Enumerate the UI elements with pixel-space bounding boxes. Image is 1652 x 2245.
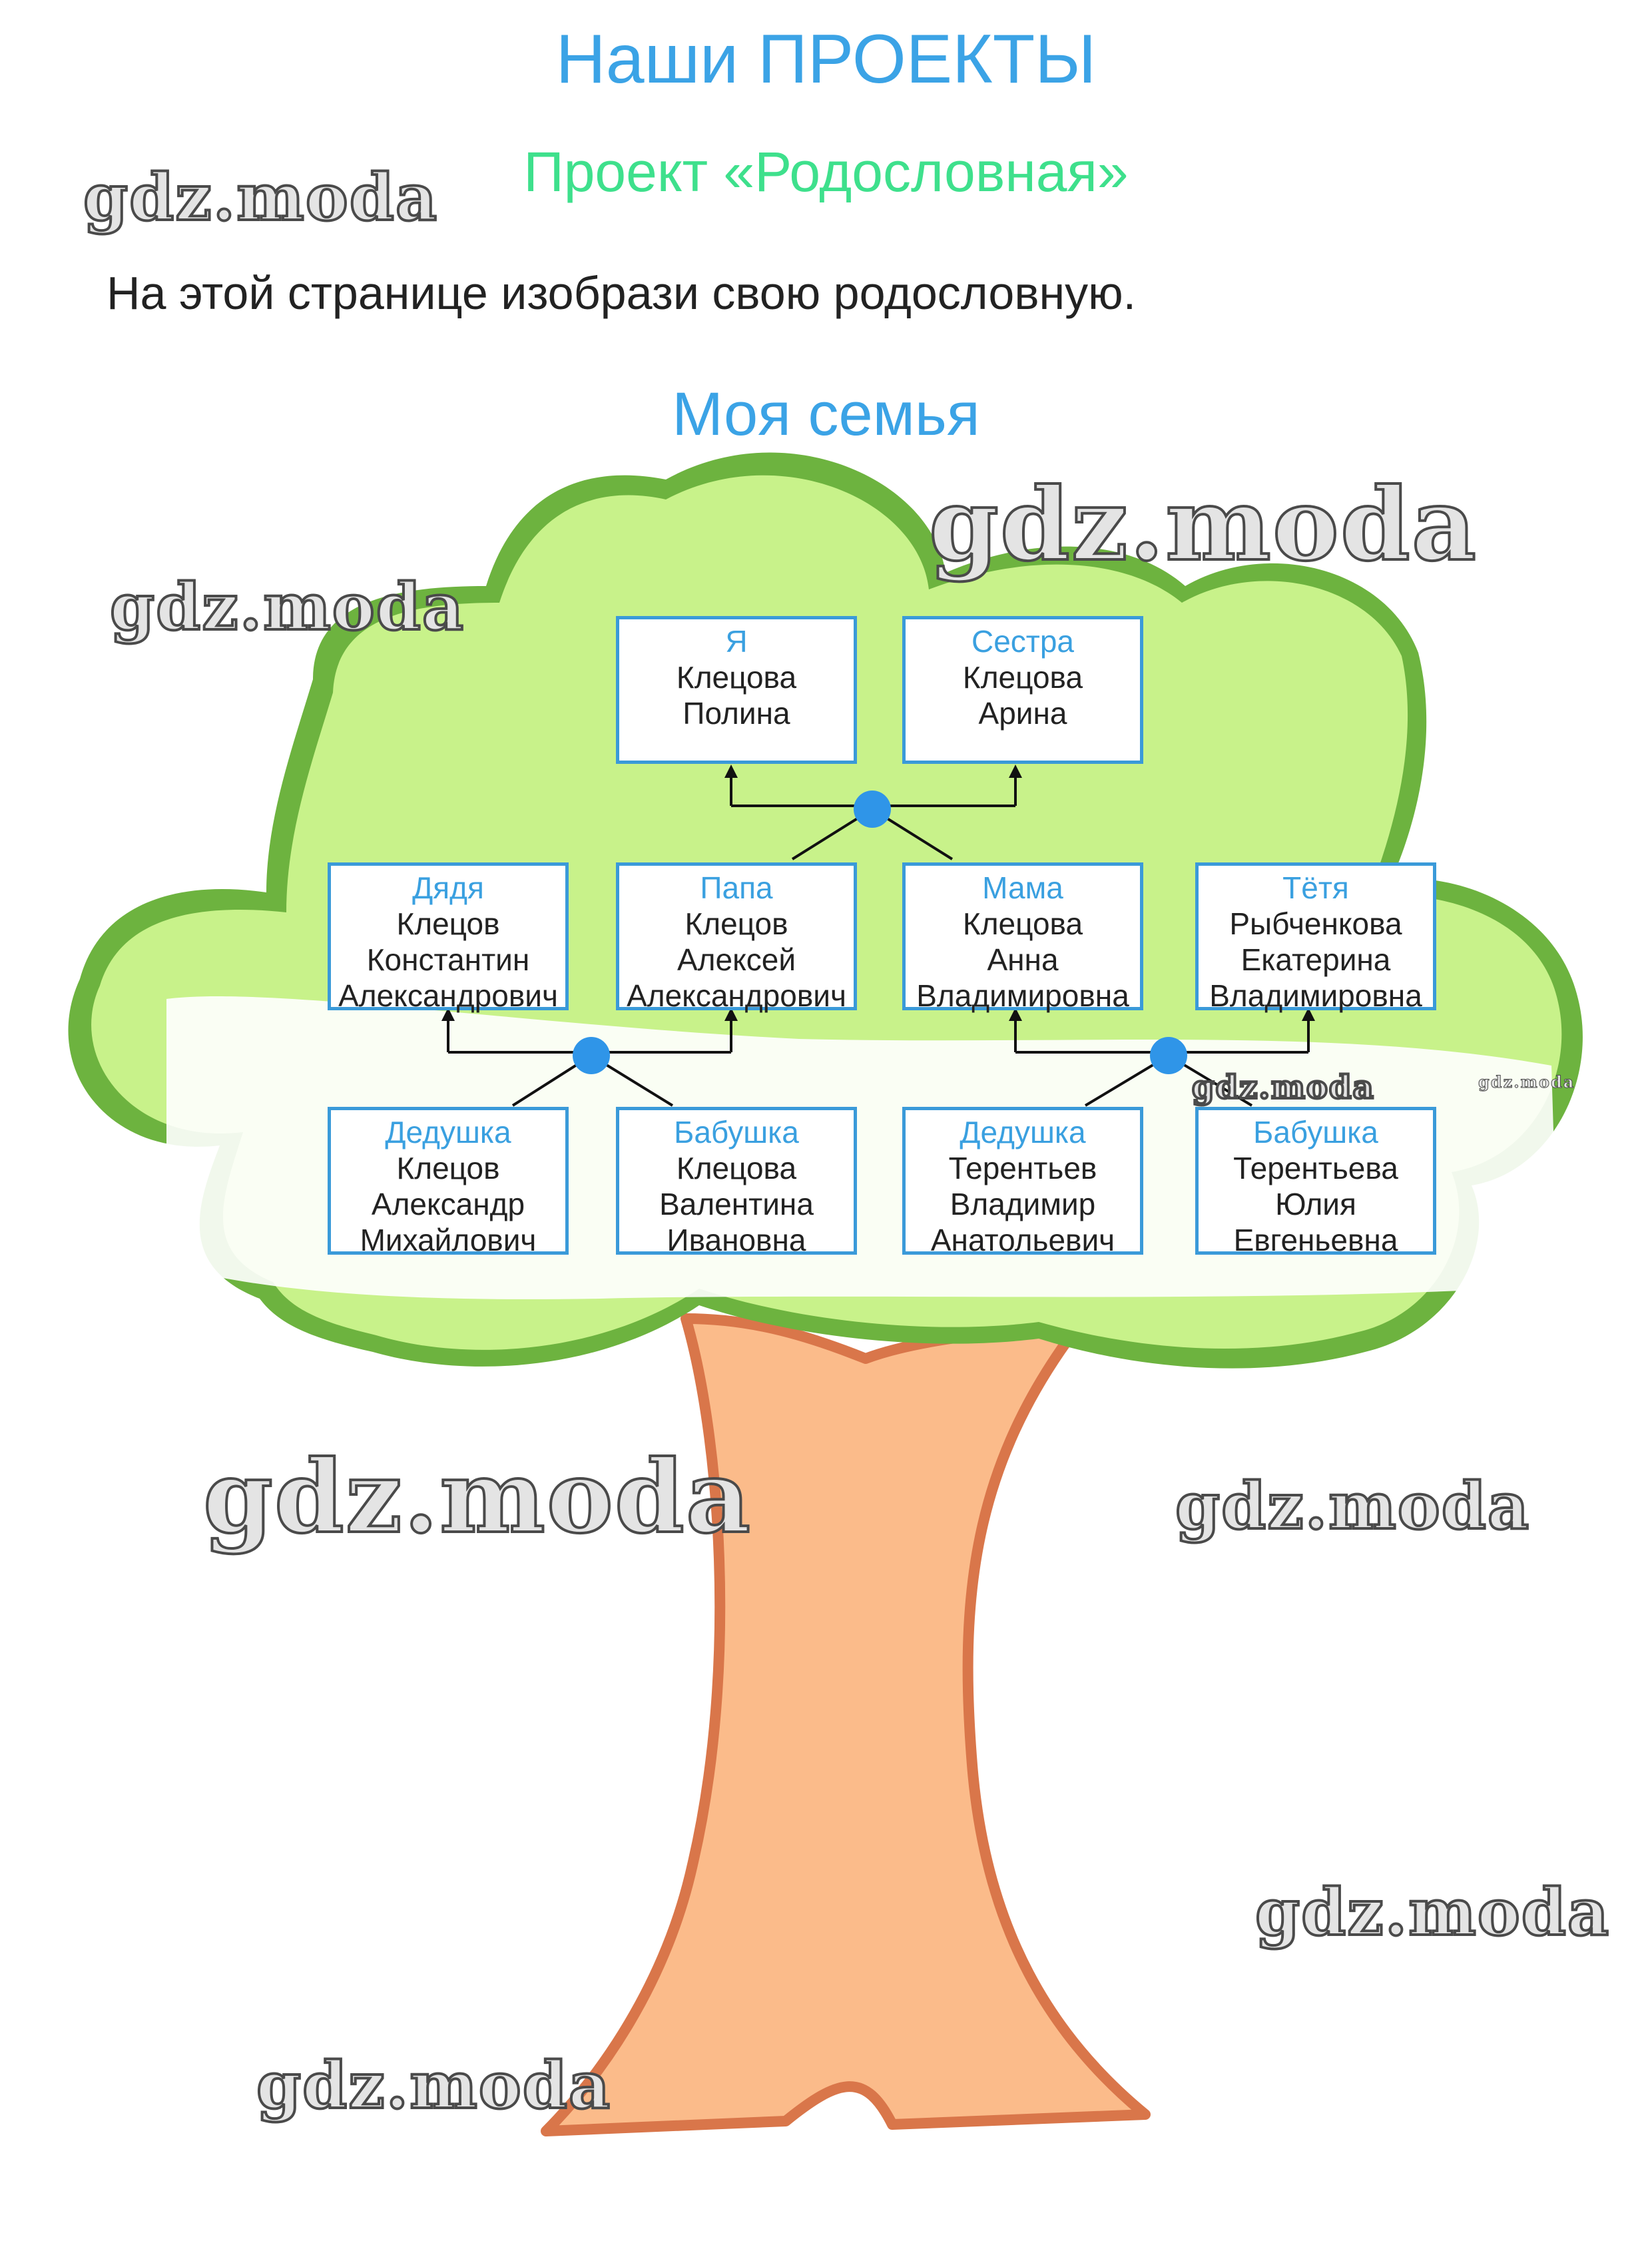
- watermark: gdz.moda: [1254, 1873, 1611, 1951]
- person-role: Дедушка: [385, 1115, 511, 1149]
- person-grandpa-maternal: Дедушка Терентьев Владимир Анатольевич: [902, 1107, 1143, 1257]
- watermark: gdz.moda: [109, 568, 465, 646]
- person-aunt: Тётя Рыбченкова Екатерина Владимировна: [1195, 862, 1436, 1013]
- project-subtitle: Проект «Родословная»: [523, 141, 1129, 203]
- watermark: gdz.moda: [82, 159, 439, 236]
- person-name: Алексей: [677, 942, 796, 977]
- person-name: Анна: [987, 942, 1059, 977]
- person-role: Я: [725, 624, 748, 659]
- person-name: Владимир: [950, 1187, 1096, 1221]
- person-role: Тётя: [1282, 870, 1349, 905]
- person-patronymic: Владимировна: [1209, 978, 1422, 1013]
- paternal-grandparents-dot: [573, 1037, 610, 1074]
- page-title: Наши ПРОЕКТЫ: [555, 21, 1097, 98]
- person-name: Александр: [371, 1187, 525, 1221]
- person-father: Папа Клецов Алексей Александрович: [616, 862, 857, 1013]
- watermark: gdz.moda: [928, 465, 1478, 585]
- person-grandpa-paternal: Дедушка Клецов Александр Михайлович: [328, 1107, 569, 1257]
- watermark: gdz.moda: [1191, 1068, 1375, 1108]
- person-name: Валентина: [659, 1187, 814, 1221]
- person-role: Дядя: [412, 870, 484, 905]
- maternal-grandparents-dot: [1150, 1037, 1187, 1074]
- person-role: Бабушка: [1253, 1115, 1378, 1149]
- person-surname: Клецов: [685, 906, 788, 941]
- person-surname: Клецова: [962, 660, 1083, 695]
- person-name: Юлия: [1275, 1187, 1356, 1221]
- person-surname: Клецов: [396, 1151, 500, 1185]
- person-grandma-maternal: Бабушка Терентьева Юлия Евгеньевна: [1195, 1107, 1436, 1257]
- person-me: Я Клецова Полина: [616, 616, 857, 764]
- person-name: Константин: [366, 942, 530, 977]
- parents-union-dot: [854, 791, 891, 828]
- watermark: gdz.moda: [1174, 1467, 1531, 1545]
- person-role: Папа: [700, 870, 773, 905]
- person-role: Бабушка: [674, 1115, 799, 1149]
- person-surname: Рыбченкова: [1229, 906, 1402, 941]
- instruction-text: На этой странице изобрази свою родословн…: [107, 267, 1137, 319]
- person-surname: Клецов: [396, 906, 500, 941]
- person-patronymic: Анатольевич: [930, 1223, 1115, 1257]
- person-patronymic: Александрович: [338, 978, 558, 1013]
- person-name: Полина: [683, 696, 790, 731]
- person-sister: Сестра Клецова Арина: [902, 616, 1143, 764]
- watermark: gdz.moda: [255, 2047, 612, 2124]
- watermark: gdz.moda: [202, 1437, 752, 1557]
- person-patronymic: Евгеньевна: [1233, 1223, 1398, 1257]
- watermark: gdz.moda: [1478, 1072, 1575, 1092]
- person-surname: Терентьева: [1233, 1151, 1398, 1185]
- person-name: Екатерина: [1240, 942, 1391, 977]
- person-patronymic: Владимировна: [916, 978, 1129, 1013]
- person-patronymic: Ивановна: [667, 1223, 806, 1257]
- person-surname: Клецова: [676, 660, 797, 695]
- person-surname: Клецова: [676, 1151, 797, 1185]
- person-role: Мама: [982, 870, 1063, 905]
- person-grandma-paternal: Бабушка Клецова Валентина Ивановна: [616, 1107, 857, 1257]
- person-role: Сестра: [971, 624, 1075, 659]
- person-surname: Терентьев: [948, 1151, 1097, 1185]
- person-role: Дедушка: [960, 1115, 1086, 1149]
- person-surname: Клецова: [962, 906, 1083, 941]
- person-name: Арина: [978, 696, 1067, 731]
- person-patronymic: Александрович: [627, 978, 846, 1013]
- family-title: Моя семья: [672, 380, 980, 448]
- person-patronymic: Михайлович: [360, 1223, 537, 1257]
- person-mother: Мама Клецова Анна Владимировна: [902, 862, 1143, 1013]
- person-uncle: Дядя Клецов Константин Александрович: [328, 862, 569, 1013]
